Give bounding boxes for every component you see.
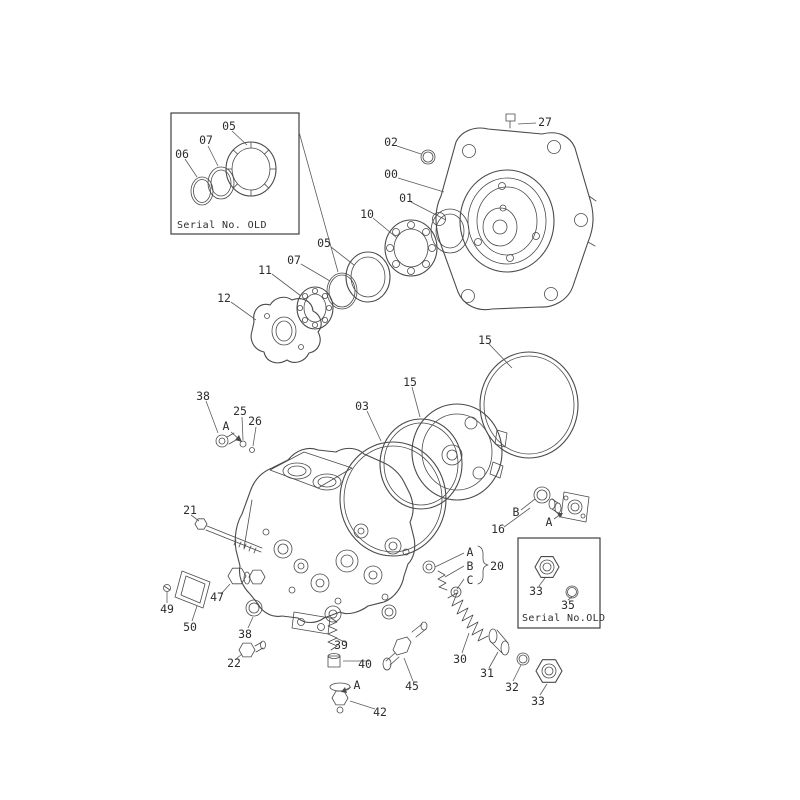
callout-47: 47 [210,590,224,604]
part-47-plug [227,567,251,585]
callout-a-kit: A [467,545,474,559]
callout-40: 40 [358,657,372,671]
callout-33-inset: 33 [529,584,543,598]
part-12-plate [250,296,322,364]
part-39-spring [327,617,338,651]
callout-03: 03 [355,399,369,413]
part-00-housing [432,127,597,311]
part-21-stud [194,518,263,554]
callout-05: 05 [317,236,331,250]
inset-serial-label-top: Serial No. OLD [177,220,267,231]
callout-b-plate: B [513,505,520,519]
part-05-race [345,251,391,303]
part-01-race [430,208,470,254]
callout-33: 33 [531,694,545,708]
part-45-fitting [382,621,428,671]
callout-07-inset: 07 [199,133,213,147]
callout-50: 50 [183,620,197,634]
part-22-bolt [238,640,266,658]
part-03-ring [339,441,447,557]
part-07-ring [326,272,358,310]
callout-32: 32 [505,680,519,694]
part-31-spool [488,628,510,656]
part-10-bearing [384,219,438,277]
callout-38-bottom: 38 [238,627,252,641]
part-30-spring [447,592,489,642]
callout-view-a-2: A [354,678,361,692]
leader-lines [166,122,563,710]
part-27-plug [505,113,516,129]
callout-12: 12 [217,291,231,305]
callout-view-a-1: A [223,419,230,433]
callout-27: 27 [538,115,552,129]
part-50-gasket [174,570,211,609]
callout-26: 26 [248,414,262,428]
part-15-ring-center [379,418,463,510]
callout-39: 39 [334,638,348,652]
inset-oring-06 [190,176,214,206]
callout-21: 21 [183,503,197,517]
part-33-plug [535,659,563,683]
callout-05-inset: 05 [222,119,236,133]
inset-serial-old-bottom-right: 33 35 Serial No.OLD [517,537,605,629]
callout-42: 42 [373,705,387,719]
inset-bearing-05 [225,141,277,197]
callout-15-center: 15 [403,375,417,389]
callout-10: 10 [360,207,374,221]
callout-07: 07 [287,253,301,267]
callout-22: 22 [227,656,241,670]
callout-b-kit: B [467,559,474,573]
callout-31: 31 [480,666,494,680]
callout-30: 30 [453,652,467,666]
callout-06: 06 [175,147,189,161]
inset-serial-old-top-left: 05 07 06 Serial No. OLD [170,112,339,273]
callout-c-kit: C [467,573,474,587]
callout-25: 25 [233,404,247,418]
callout-02: 02 [384,135,398,149]
callout-16: 16 [491,522,505,536]
callout-01: 01 [399,191,413,205]
part-32-oring [516,652,530,666]
callout-11: 11 [258,263,272,277]
callout-view-a-3: A [546,515,553,529]
callout-labels: 27 02 00 01 10 05 07 11 12 15 15 03 38 A… [160,115,552,719]
callout-15-right: 15 [478,333,492,347]
callout-45: 45 [405,679,419,693]
callout-00: 00 [384,167,398,181]
part-02-oring [420,149,436,165]
callout-35: 35 [561,598,575,612]
inset-serial-label-bottom: Serial No.OLD [522,613,605,624]
callout-38-top: 38 [196,389,210,403]
part-38-washer-bottom [245,599,263,617]
part-49-screw [163,584,171,592]
part-40-poppet [327,653,341,668]
callout-20: 20 [490,559,504,573]
part-11-bearing [296,286,334,330]
part-15-ring-right [479,351,579,459]
part-16-group [533,486,590,523]
part-rotor-assembly [411,403,508,501]
part-20-kit [422,545,489,598]
part-42-plug [329,682,351,714]
callout-49: 49 [160,602,174,616]
part-pump-body [234,447,416,635]
